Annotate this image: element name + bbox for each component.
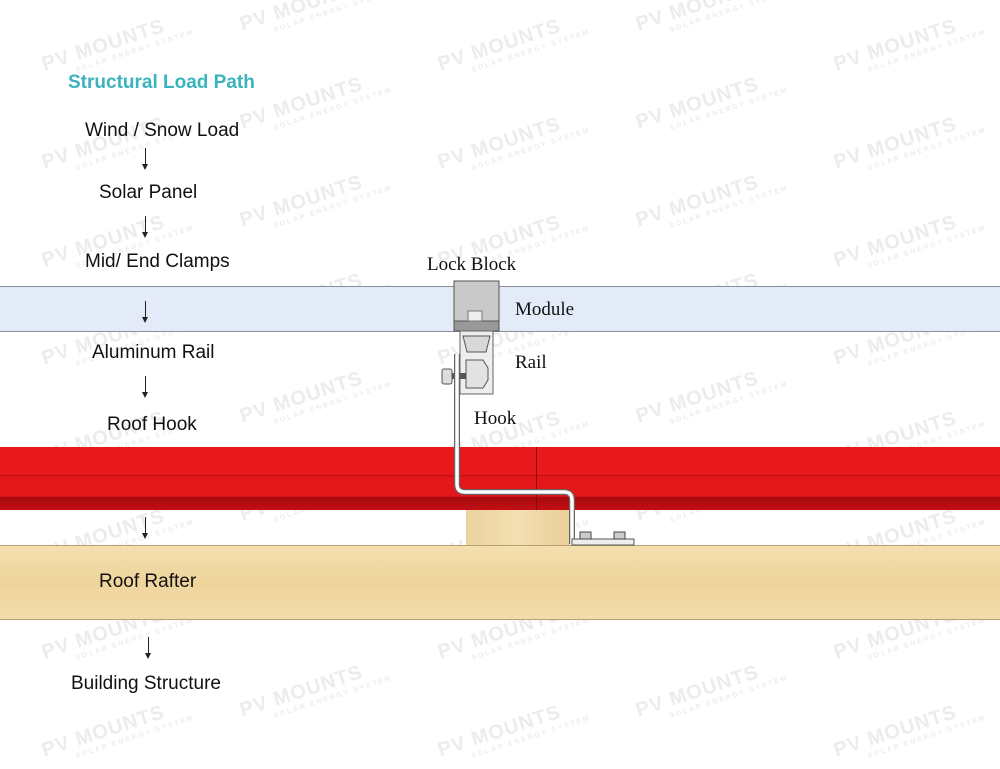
- arrow-down-icon: [142, 216, 148, 238]
- roof-rafter: [0, 545, 1000, 620]
- mounting-hardware: [441, 280, 635, 546]
- arrow-down-icon: [142, 376, 148, 398]
- aluminum-rail: [459, 330, 494, 395]
- roof-sheet: [0, 447, 1000, 510]
- arrow-down-icon: [142, 517, 148, 539]
- lock-block: [453, 280, 500, 332]
- hook-base-plate: [571, 531, 635, 546]
- step-solar-panel: Solar Panel: [99, 182, 198, 203]
- step-building-structure: Building Structure: [71, 673, 221, 694]
- step-roof-hook: Roof Hook: [107, 414, 197, 435]
- step-roof-rafter: Roof Rafter: [99, 571, 197, 592]
- callout-lock-block: Lock Block: [427, 254, 517, 275]
- arrow-down-icon: [142, 148, 148, 170]
- callout-hook: Hook: [474, 408, 517, 429]
- step-wind-snow-load: Wind / Snow Load: [85, 120, 240, 141]
- module-band: [0, 286, 1000, 332]
- step-aluminum-rail: Aluminum Rail: [92, 342, 215, 363]
- arrow-down-icon: [145, 637, 151, 659]
- diagram-title: Structural Load Path: [68, 72, 255, 93]
- callout-module: Module: [515, 299, 575, 320]
- step-clamps: Mid/ End Clamps: [85, 251, 230, 272]
- roof-seam: [536, 447, 537, 510]
- arrow-down-icon: [142, 301, 148, 323]
- timber-block: [466, 510, 570, 545]
- callout-rail: Rail: [515, 352, 547, 373]
